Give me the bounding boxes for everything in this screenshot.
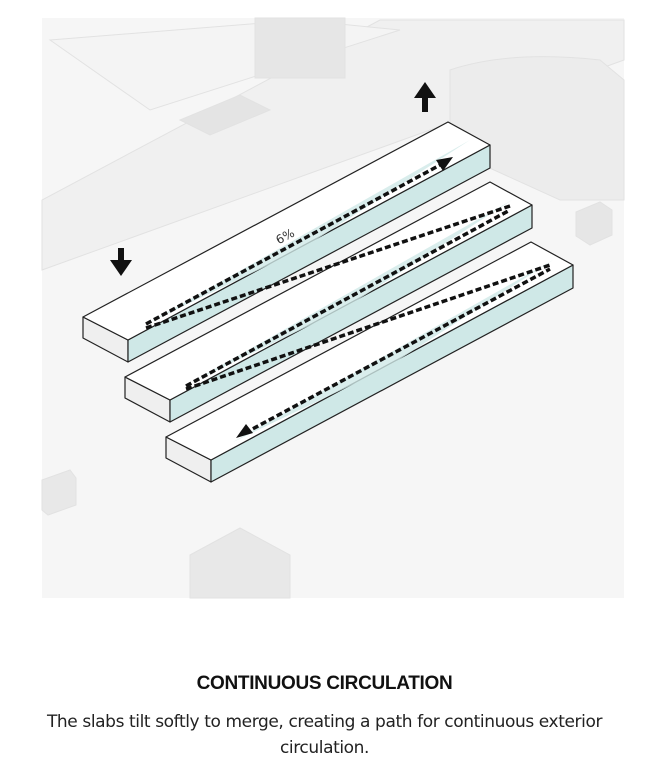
slab-1: [82, 121, 491, 363]
slabs: [82, 121, 574, 483]
caption-title: CONTINUOUS CIRCULATION: [196, 673, 453, 694]
context-buildings: [41, 17, 625, 599]
circulation-diagram: 6%: [41, 17, 625, 599]
down-arrow-icon: [110, 248, 132, 276]
path-segment-5: [244, 267, 551, 435]
slab-top: [124, 181, 533, 401]
arrowhead-icon: [436, 157, 453, 171]
slab-tilt-wedge: [192, 200, 512, 382]
path-segment-2: [145, 204, 511, 330]
arrowhead-icon: [236, 424, 253, 438]
slab-top: [82, 121, 491, 341]
up-arrow-icon: [414, 82, 436, 112]
caption-text: The slabs tilt softly to merge, creating…: [46, 712, 603, 758]
path-segment-1: [145, 163, 441, 326]
slab-tilt-wedge: [150, 140, 470, 322]
circulation-paths: [145, 163, 551, 435]
slab-2: [124, 181, 533, 423]
arrowheads: [236, 157, 453, 438]
slab-top: [165, 241, 574, 461]
path-segment-3: [185, 208, 511, 388]
path-segment-4: [185, 263, 551, 391]
